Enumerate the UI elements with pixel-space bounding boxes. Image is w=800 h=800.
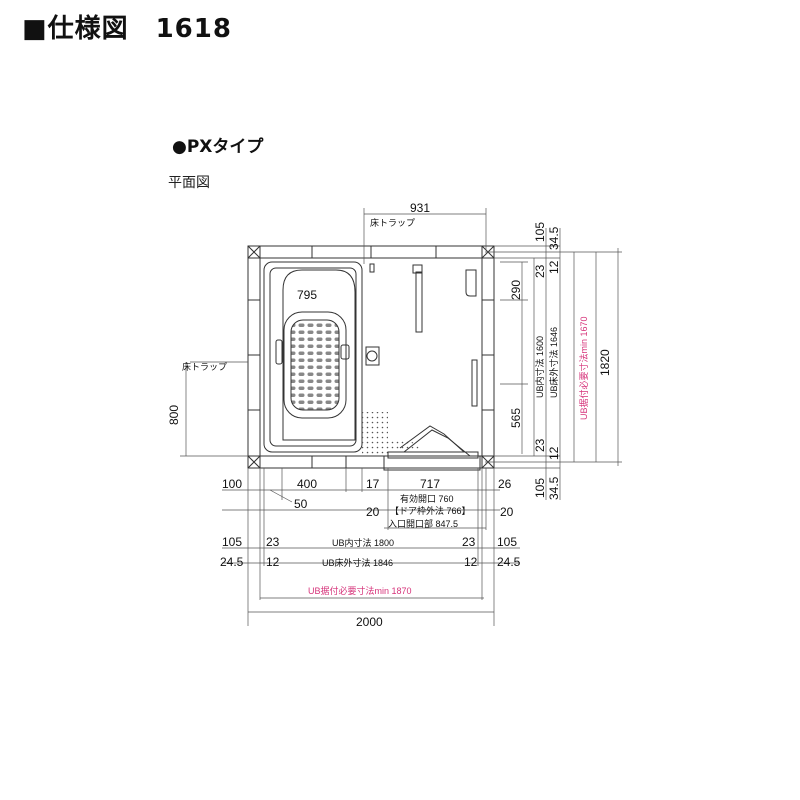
ub-inner-h: UB内寸法 1600: [534, 336, 545, 398]
view-label: 平面図: [168, 175, 210, 191]
ub-install-min-h: UB据付必要寸法min 1670: [578, 316, 589, 420]
dim-34-5-bottom: 34.5: [547, 476, 561, 500]
dim-2000: 2000: [356, 615, 383, 629]
page-title: ■仕様図 1618: [22, 14, 232, 44]
eff-opening: 有効開口 760: [400, 493, 454, 504]
dim-1820: 1820: [598, 349, 612, 376]
bathtub: [263, 261, 363, 453]
dim-23-left: 23: [266, 535, 280, 549]
dim-17: 17: [366, 477, 380, 491]
dimension-lines: [180, 208, 622, 626]
dim-20-left: 20: [366, 505, 380, 519]
ub-floor-outer-h: UB床外寸法 1646: [548, 327, 559, 398]
floor-trap-label-left: 床トラップ: [182, 361, 227, 372]
dim-800: 800: [167, 405, 181, 425]
dim-12-bottom: 12: [547, 446, 561, 460]
entrance-opening: 入口開口部 847.5: [388, 518, 458, 529]
dim-50: 50: [294, 497, 308, 511]
dim-23-right: 23: [462, 535, 476, 549]
dim-24-5-left: 24.5: [220, 555, 244, 569]
dim-105-left: 105: [222, 535, 242, 549]
dim-24-5-right: 24.5: [497, 555, 521, 569]
dim-12-right: 12: [464, 555, 478, 569]
type-title: ●PXタイプ: [172, 137, 264, 157]
floor-fittings: [362, 263, 481, 471]
dim-290: 290: [509, 280, 523, 300]
ub-install-min-w: UB据付必要寸法min 1870: [308, 585, 412, 596]
ub-floor-outer-w: UB床外寸法 1846: [322, 557, 393, 568]
dim-105-bottom: 105: [533, 478, 547, 498]
dim-20-right: 20: [500, 505, 514, 519]
door-outer: 【ドア枠外法 766】: [390, 505, 471, 516]
dim-400: 400: [297, 477, 317, 491]
dim-931: 931: [410, 201, 430, 215]
dim-717: 717: [420, 477, 440, 491]
dim-12-top: 12: [547, 260, 561, 274]
dim-23-top: 23: [533, 264, 547, 278]
dim-105-top: 105: [533, 222, 547, 242]
dim-12-left: 12: [266, 555, 280, 569]
dim-23-bottom: 23: [533, 438, 547, 452]
dim-100: 100: [222, 477, 242, 491]
dim-26: 26: [498, 477, 512, 491]
dim-34-5-top: 34.5: [547, 226, 561, 250]
dim-105-right: 105: [497, 535, 517, 549]
dim-795: 795: [297, 288, 317, 302]
dim-565: 565: [509, 408, 523, 428]
ub-inner-w: UB内寸法 1800: [332, 537, 394, 548]
floor-trap-label-top: 床トラップ: [370, 217, 415, 228]
